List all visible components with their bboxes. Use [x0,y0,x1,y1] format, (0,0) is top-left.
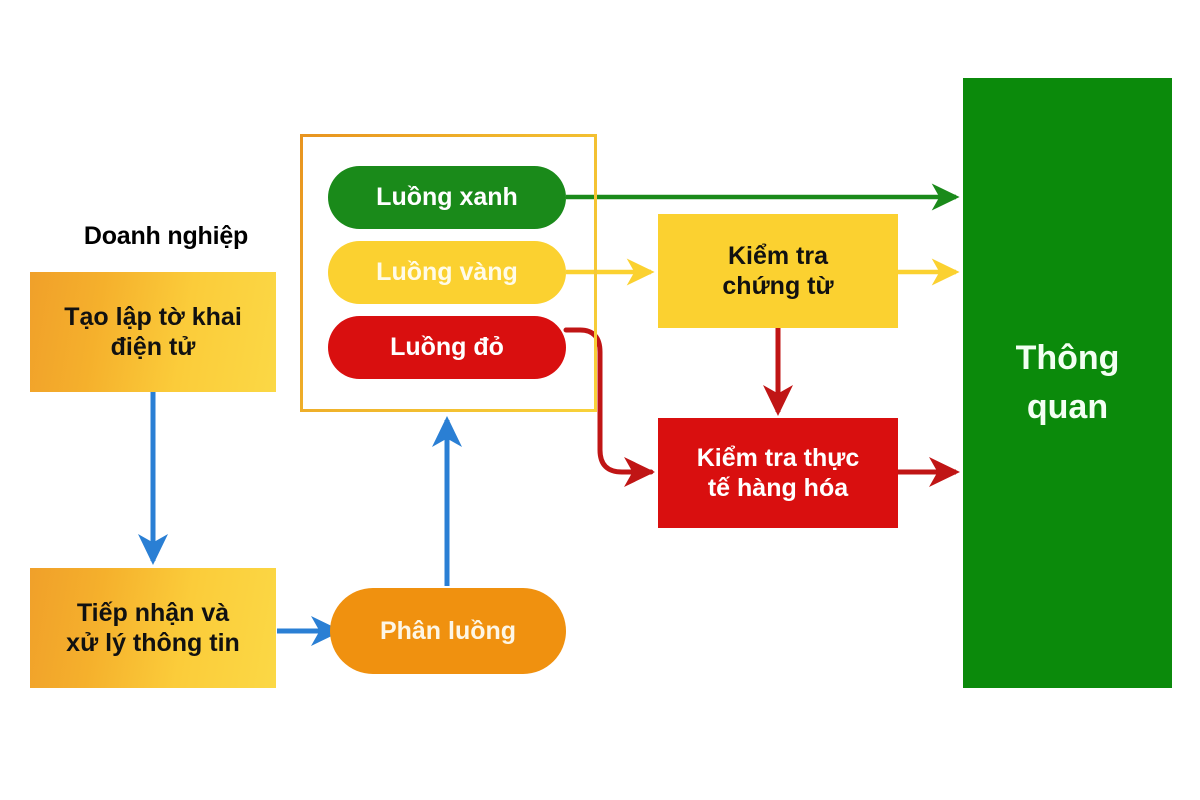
line-2: xử lý thông tin [66,629,240,657]
node-create-declaration[interactable]: Tạo lập tờ khai điện tử [30,272,276,392]
line-2: điện tử [110,333,196,361]
node-check-goods[interactable]: Kiểm tra thực tế hàng hóa [658,418,898,528]
node-receive-process-label: Tiếp nhận và xử lý thông tin [66,598,240,659]
line-1: Tạo lập tờ khai [64,302,242,331]
node-check-documents[interactable]: Kiểm tra chứng từ [658,214,898,328]
line-1: Kiểm tra [727,241,829,270]
node-receive-process[interactable]: Tiếp nhận và xử lý thông tin [30,568,276,688]
node-lane-red[interactable]: Luồng đỏ [328,316,566,379]
node-create-declaration-label: Tạo lập tờ khai điện tử [64,302,242,363]
line-2: quan [1026,388,1109,426]
node-lane-yellow-label: Luồng vàng [376,258,518,287]
line-1: Thông [1015,338,1120,377]
node-classify-label: Phân luồng [379,616,517,645]
line-1: Tiếp nhận và [76,598,230,627]
line-2: tế hàng hóa [707,474,849,502]
node-lane-green-label: Luồng xanh [376,183,518,212]
section-heading-enterprise: Doanh nghiệp [83,222,249,250]
node-classify[interactable]: Phân luồng [330,588,566,674]
node-check-documents-label: Kiểm tra chứng từ [722,241,833,302]
node-lane-yellow[interactable]: Luồng vàng [328,241,566,304]
node-lane-green[interactable]: Luồng xanh [328,166,566,229]
node-clearance-label: Thông quan [1016,334,1120,433]
node-clearance[interactable]: Thông quan [963,78,1172,688]
line-2: chứng từ [722,272,834,300]
node-check-goods-label: Kiểm tra thực tế hàng hóa [697,443,860,504]
node-lane-red-label: Luồng đỏ [390,333,504,362]
line-1: Kiểm tra thực [696,443,860,472]
